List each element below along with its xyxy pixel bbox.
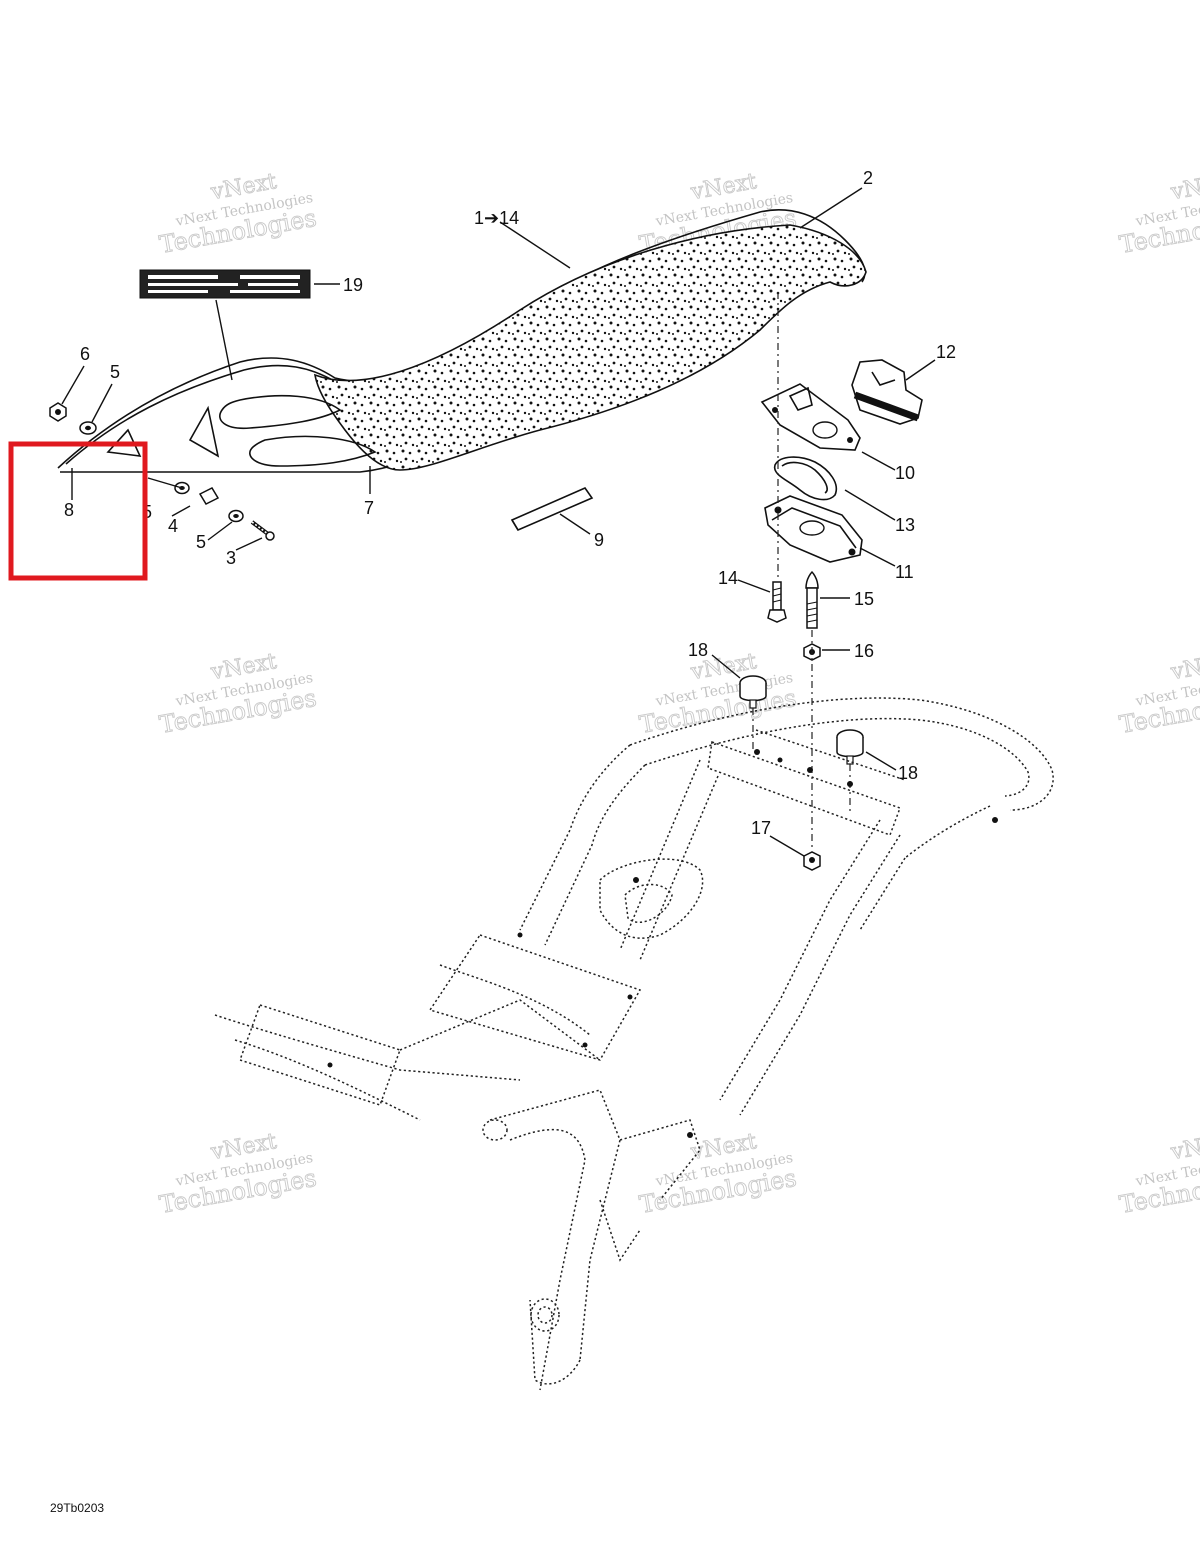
callout-2[interactable]: 2 [863, 168, 873, 188]
base-11[interactable] [764, 495, 863, 563]
callout-4[interactable]: 4 [168, 516, 178, 536]
bolt-14[interactable] [767, 581, 787, 623]
latch-cover-12[interactable] [851, 359, 923, 425]
callout-14[interactable]: 14 [718, 568, 738, 588]
leader-lines [61, 187, 936, 857]
washer-5 [79, 421, 97, 435]
watermark: vNext vNext Technologies Technologies [157, 1129, 319, 1220]
strap-9[interactable] [510, 487, 594, 532]
callout-15[interactable]: 15 [854, 589, 874, 609]
watermark: vNext vNext Technologies Technologies [1117, 649, 1200, 740]
callout-19[interactable]: 19 [343, 275, 363, 295]
watermark: vNext vNext Technologies Technologies [637, 1129, 799, 1220]
callout-13[interactable]: 13 [895, 515, 915, 535]
frame[interactable] [214, 697, 1054, 1391]
callout-18[interactable]: 18 [688, 640, 708, 660]
highlight-box [8, 441, 148, 581]
bumper-18b[interactable] [836, 729, 864, 765]
watermark: vNext vNext Technologies Technologies [157, 649, 319, 740]
svg-text:vNext: vNext [1168, 169, 1200, 205]
seat-cushion [313, 224, 867, 471]
drawing-reference-code: 29Tb0203 [50, 1501, 104, 1515]
watermark: vNext vNext Technologies Technologies [1117, 169, 1200, 260]
callout-17[interactable]: 17 [751, 818, 771, 838]
callout-16[interactable]: 16 [854, 641, 874, 661]
watermark: vNext vNext Technologies Technologies [1117, 1129, 1200, 1220]
svg-text:vNext: vNext [1168, 1129, 1200, 1165]
washer-5c [228, 509, 244, 523]
seat-cutout [249, 435, 377, 467]
nut-6 [49, 402, 67, 422]
callout-10[interactable]: 10 [895, 463, 915, 483]
callout-5[interactable]: 5 [196, 532, 206, 552]
stud-15[interactable] [805, 570, 819, 629]
callout-11[interactable]: 11 [895, 562, 914, 582]
decal-label[interactable] [139, 269, 311, 299]
callout-9[interactable]: 9 [594, 530, 604, 550]
callout-8[interactable]: 8 [64, 500, 74, 520]
nut-17[interactable] [803, 851, 821, 871]
seat-assembly[interactable] [57, 209, 867, 473]
callout-5[interactable]: 5 [110, 362, 120, 382]
bracket-10[interactable] [760, 383, 861, 451]
svg-text:vNext: vNext [1168, 649, 1200, 685]
callout-1-14[interactable]: 1➔14 [474, 208, 519, 228]
watermark: vNext vNext Technologies Technologies [157, 169, 319, 260]
callout-3[interactable]: 3 [226, 548, 236, 568]
callout-7[interactable]: 7 [364, 498, 374, 518]
hardware-left[interactable] [49, 402, 275, 541]
callout-12[interactable]: 12 [936, 342, 956, 362]
fastener-axis [147, 477, 183, 489]
seat-edge [60, 461, 403, 473]
bumper-18a[interactable] [739, 675, 767, 709]
bolt-3 [250, 520, 275, 541]
seat-cutout [219, 394, 342, 430]
callout-18[interactable]: 18 [898, 763, 918, 783]
gasket-13[interactable] [773, 456, 837, 501]
seat-gusset [188, 405, 220, 458]
seat-shell-inner [65, 364, 337, 465]
callout-6[interactable]: 6 [80, 344, 90, 364]
spacer-4 [198, 487, 220, 505]
